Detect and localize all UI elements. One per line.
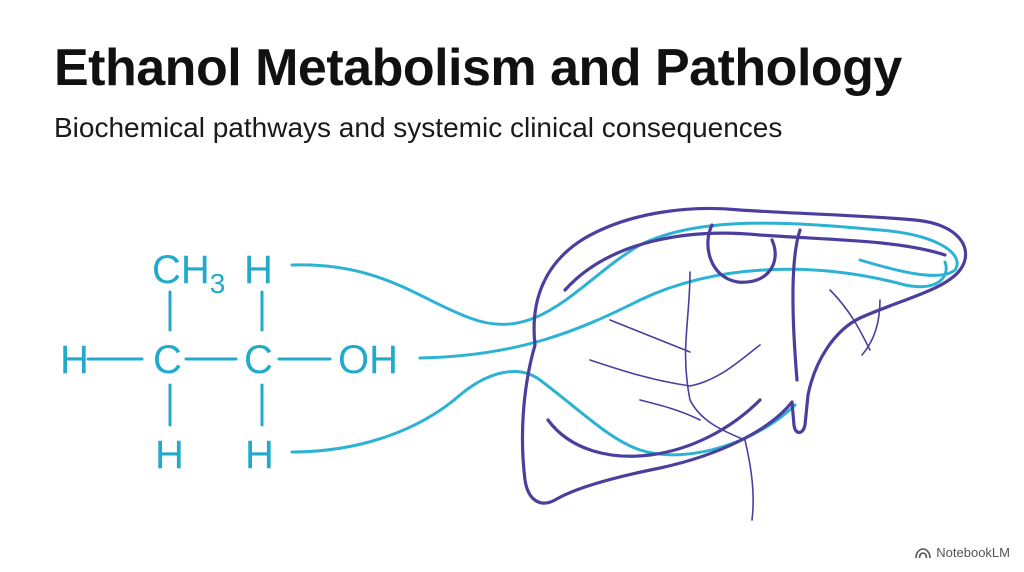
ethanol-structure: CH3 H H C C OH H H [60, 248, 398, 477]
atom-h-left: H [60, 338, 89, 382]
atom-h-bottom-1: H [155, 433, 184, 477]
page-subtitle: Biochemical pathways and systemic clinic… [54, 112, 783, 143]
flow-line-middle [418, 260, 948, 360]
atom-c2: C [244, 338, 273, 382]
flow-line-top [290, 221, 959, 326]
notebooklm-watermark: NotebookLM [915, 545, 1010, 560]
flow-lines [290, 221, 959, 457]
liver-vessel-3 [589, 359, 691, 387]
page-title: Ethanol Metabolism and Pathology [54, 39, 902, 97]
liver-vessel-1 [684, 271, 746, 441]
liver-vessel-6 [829, 289, 871, 351]
atom-ch3: CH3 [152, 248, 225, 299]
liver-inner-loop [563, 231, 947, 292]
liver-vessel-2 [609, 319, 691, 353]
liver-vessel-8 [639, 399, 701, 421]
atom-oh: OH [338, 338, 398, 382]
atom-c1: C [153, 338, 182, 382]
liver-inner-lower [546, 398, 762, 458]
notebooklm-logo-icon [915, 547, 932, 558]
gallbladder [706, 223, 777, 284]
liver-lobe-divider [791, 228, 802, 382]
liver-vessel-5 [744, 439, 754, 521]
watermark-label: NotebookLM [936, 545, 1010, 560]
atom-h-bottom-2: H [245, 433, 274, 477]
liver-vessel-4 [689, 344, 761, 387]
liver-vessel-7 [861, 299, 881, 356]
liver-illustration [520, 206, 968, 521]
atom-h-top: H [244, 248, 273, 292]
flow-line-bottom [290, 370, 797, 457]
liver-outline [520, 206, 968, 505]
